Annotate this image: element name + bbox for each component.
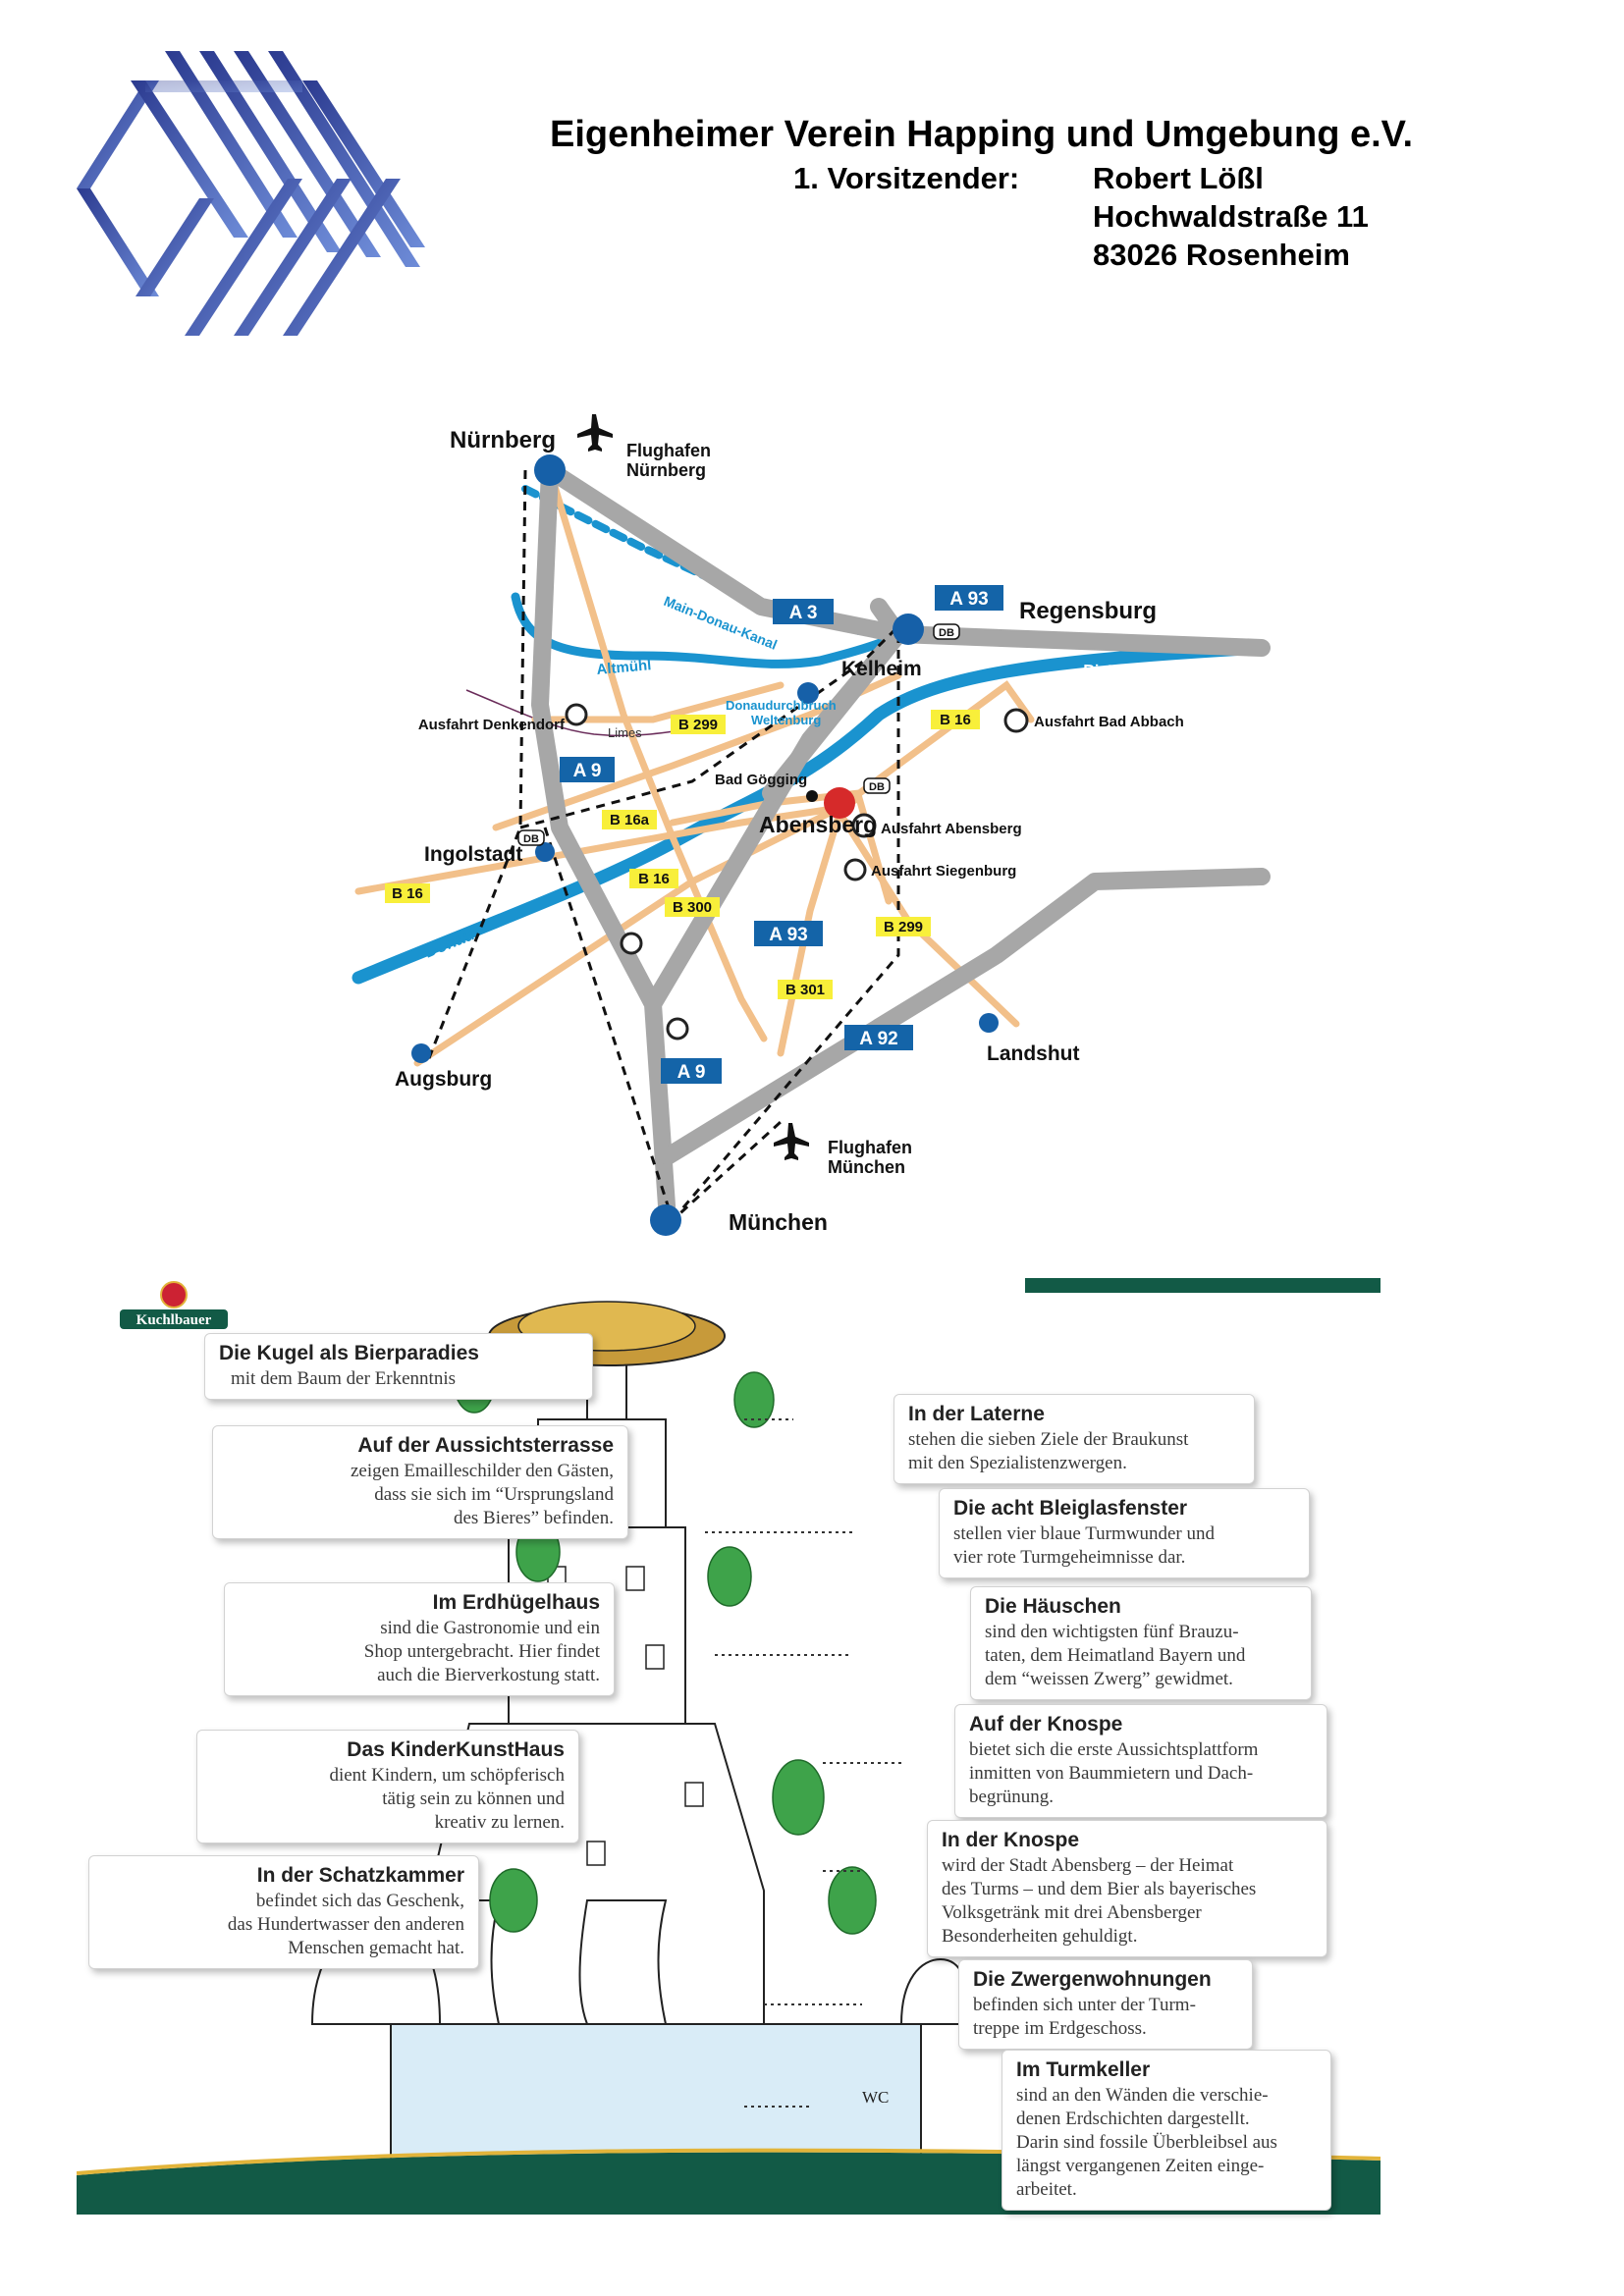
airport-muenchen-label-1: Flughafen (828, 1138, 912, 1157)
caption-title: In der Knospe (942, 1829, 1080, 1851)
caption-kugel: Die Kugel als Bierparadies mit dem Baum … (204, 1333, 593, 1400)
town-bad-goegging: Bad Gögging (715, 772, 807, 788)
exit-denkendorf: Ausfahrt Denkendorf (418, 717, 566, 733)
association-logo (77, 51, 425, 336)
caption-body: sind den wichtigsten fünf Brauzu- taten,… (985, 1622, 1246, 1689)
kuchlbauer-logo: Kuchlbauer (120, 1281, 228, 1329)
caption-title: Die acht Bleiglasfenster (953, 1497, 1188, 1520)
city-ingolstadt: Ingolstadt (424, 843, 522, 866)
road-b16-left: B 16 (392, 885, 423, 902)
rail-mark-regensburg: DB (939, 627, 954, 639)
chair-city: 83026 Rosenheim (1093, 238, 1350, 272)
caption-title: Die Zwergenwohnungen (973, 1968, 1212, 1991)
road-b300: B 300 (673, 899, 712, 916)
caption-body: zeigen Emailleschilder den Gästen, dass … (350, 1461, 614, 1528)
caption-title: Die Häuschen (985, 1595, 1121, 1618)
city-abensberg: Abensberg (759, 812, 877, 837)
motorway-a93-top-label: A 93 (949, 589, 988, 610)
chair-street: Hochwaldstraße 11 (1093, 199, 1369, 234)
a92-motorway (659, 868, 1271, 1165)
wc-label: WC (862, 2088, 889, 2107)
airport-nuernberg-label-1: Flughafen (626, 441, 711, 460)
association-name: Eigenheimer Verein Happing und Umgebung … (550, 114, 1414, 155)
kuchlbauer-label: Kuchlbauer (136, 1312, 212, 1328)
road-b299-right: B 299 (884, 919, 923, 935)
city-regensburg: Regensburg (1019, 598, 1157, 624)
city-augsburg: Augsburg (395, 1068, 492, 1091)
city-kelheim: Kelheim (841, 658, 922, 680)
caption-title: In der Schatzkammer (256, 1864, 464, 1887)
label-direction-straubing: Richtung Straubing (1083, 663, 1229, 684)
motorway-a9-top-label: A 9 (573, 761, 602, 781)
caption-body: dient Kindern, um schöpferisch tätig sei… (329, 1765, 565, 1833)
road-b299-left: B 299 (678, 717, 718, 733)
caption-in-der-knospe: In der Knospe wird der Stadt Abensberg –… (927, 1820, 1327, 1957)
exit-bad-abbach: Ausfahrt Bad Abbach (1034, 714, 1184, 730)
label-gorge-2: Weltenburg (751, 713, 821, 727)
label-limes: Limes (608, 725, 642, 740)
caption-aussichtsterrasse: Auf der Aussichtsterrasse zeigen Emaille… (212, 1425, 628, 1539)
exit-siegenburg: Ausfahrt Siegenburg (871, 863, 1016, 880)
caption-body: bietet sich die erste Aussichtsplattform… (969, 1739, 1259, 1807)
caption-title: In der Laterne (908, 1403, 1045, 1425)
caption-body: befindet sich das Geschenk, das Hundertw… (227, 1891, 464, 1958)
road-b301: B 301 (785, 982, 825, 998)
city-muenchen: München (729, 1209, 828, 1235)
airport-muenchen-label-2: München (828, 1157, 905, 1177)
motorway-a92-label: A 92 (859, 1029, 897, 1049)
caption-turmkeller: Im Turmkeller sind an den Wänden die ver… (1001, 2050, 1331, 2211)
caption-title: Im Turmkeller (1016, 2058, 1151, 2081)
caption-body: mit dem Baum der Erkenntnis (231, 1368, 457, 1389)
city-nuernberg: Nürnberg (450, 427, 556, 454)
caption-erdhuegelhaus: Im Erdhügelhaus sind die Gastronomie und… (224, 1582, 615, 1696)
caption-laterne: In der Laterne stehen die sieben Ziele d… (893, 1394, 1255, 1484)
motorway-a3-label: A 3 (789, 603, 818, 623)
caption-kinderkunsthaus: Das KinderKunstHaus dient Kindern, um sc… (196, 1730, 579, 1843)
caption-bleiglasfenster: Die acht Bleiglasfenster stellen vier bl… (939, 1488, 1310, 1578)
motorway-a9-bottom-label: A 9 (677, 1062, 706, 1083)
caption-body: stehen die sieben Ziele der Braukunst mi… (908, 1429, 1189, 1473)
caption-zwergenwohnungen: Die Zwergenwohnungen befinden sich unter… (958, 1959, 1253, 2050)
caption-schatzkammer: In der Schatzkammer befindet sich das Ge… (88, 1855, 479, 1969)
motorway-a93-mid-label: A 93 (769, 925, 807, 945)
road-b16-mid: B 16 (638, 871, 670, 887)
caption-title: Auf der Knospe (969, 1713, 1123, 1735)
airport-nuernberg-label-2: Nürnberg (626, 460, 706, 480)
directions-map: A 3 A 93 A 9 A 93 A 92 A 9 B 299 B 16 B … (352, 414, 1271, 1236)
accent-bar (1025, 1278, 1380, 1293)
caption-body: sind die Gastronomie und ein Shop unterg… (363, 1618, 600, 1685)
caption-body: stellen vier blaue Turmwunder und vier r… (953, 1523, 1215, 1568)
road-b16-right: B 16 (940, 712, 971, 728)
caption-title: Die Kugel als Bierparadies (219, 1342, 479, 1364)
rail-mark-abensberg: DB (869, 781, 885, 793)
a9-motorway (531, 461, 677, 1229)
label-donau: Donau (421, 925, 476, 961)
caption-haeuschen: Die Häuschen sind den wichtigsten fünf B… (970, 1586, 1312, 1700)
tower-infographic: WC Kuchlbauer Die Kugel als Bierparadies… (77, 1272, 1380, 2216)
caption-body: sind an den Wänden die verschie- denen E… (1016, 2085, 1277, 2200)
label-altmuehl: Altmühl (596, 657, 652, 678)
caption-auf-der-knospe: Auf der Knospe bietet sich die erste Aus… (954, 1704, 1327, 1818)
label-gorge-1: Donaudurchbruch (726, 698, 837, 713)
city-landshut: Landshut (987, 1042, 1080, 1065)
caption-body: wird der Stadt Abensberg – der Heimat de… (942, 1855, 1257, 1947)
caption-title: Im Erdhügelhaus (432, 1591, 600, 1614)
rail-mark-ingolstadt: DB (523, 833, 539, 845)
chair-name: Robert Lößl (1093, 161, 1264, 195)
exit-abensberg: Ausfahrt Abensberg (881, 821, 1022, 837)
caption-body: befinden sich unter der Turm- treppe im … (973, 1995, 1196, 2039)
road-b16a: B 16a (610, 812, 650, 828)
chair-label: 1. Vorsitzender: (793, 161, 1020, 195)
caption-title: Das KinderKunstHaus (347, 1738, 565, 1761)
caption-title: Auf der Aussichtsterrasse (357, 1434, 614, 1457)
